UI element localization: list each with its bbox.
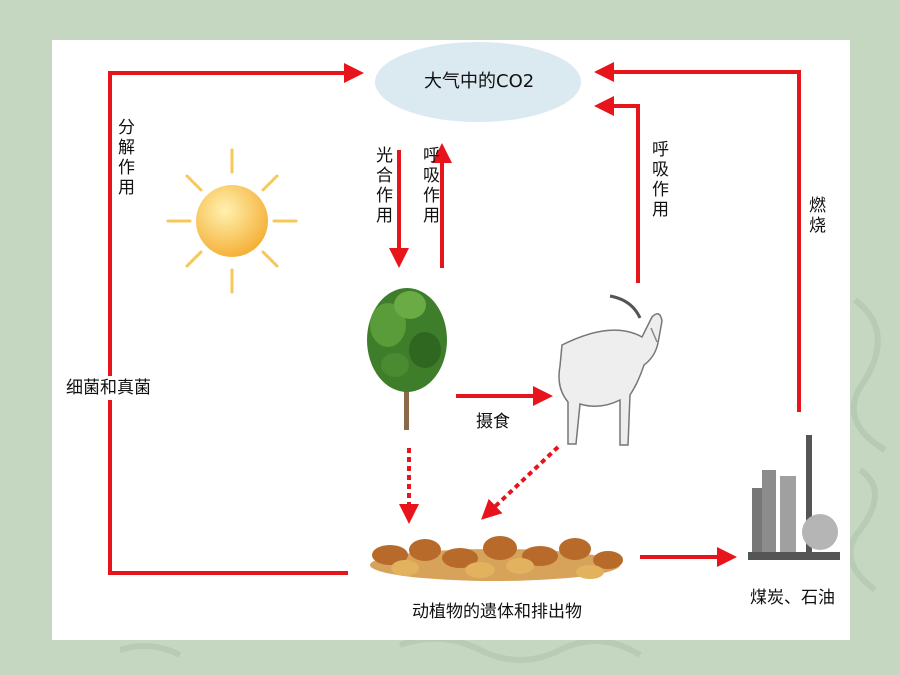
decomposition-label: 分解作用 <box>114 118 134 198</box>
photosynthesis-label: 光合作用 <box>372 146 392 226</box>
arrow-decomposition <box>108 63 364 575</box>
diagram-panel <box>52 40 850 640</box>
tree-icon <box>367 288 447 430</box>
arrow-animal-respiration <box>594 96 640 283</box>
microbes-label: 细菌和真菌 <box>66 376 151 400</box>
remains-label: 动植物的遗体和排出物 <box>412 602 582 622</box>
arrow-combustion <box>594 62 801 412</box>
sun-icon <box>166 148 298 294</box>
atmosphere-label: 大气中的CO2 <box>424 71 535 92</box>
goat-icon <box>558 294 663 446</box>
plant-respiration-label: 呼吸作用 <box>419 146 439 226</box>
atmosphere-ellipse <box>375 42 581 122</box>
feeding-label: 摄食 <box>476 412 510 432</box>
animal-respiration-label: 呼吸作用 <box>648 140 668 220</box>
combustion-label: 燃烧 <box>805 196 825 236</box>
fossil-fuels-label: 煤炭、石油 <box>750 588 835 608</box>
factory-icon <box>748 435 840 560</box>
leaves-icon <box>370 536 623 581</box>
arrow-goat-remains <box>481 445 560 520</box>
